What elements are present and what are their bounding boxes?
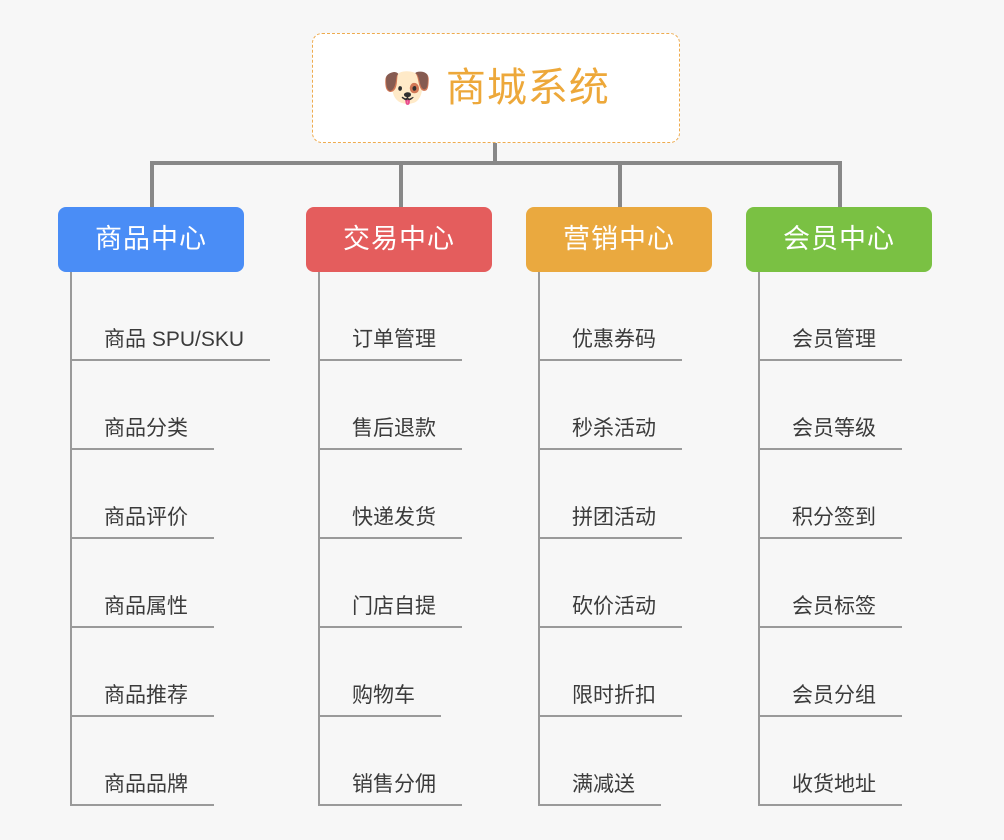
leaf-item[interactable]: 会员等级 (760, 361, 932, 450)
column-product-center: 商品中心商品 SPU/SKU 商品分类商品评价商品属性商品推荐商品品牌 (58, 207, 271, 806)
category-card-product-center[interactable]: 商品中心 (58, 207, 244, 272)
leaf-item-underline: 购物车 (320, 684, 441, 717)
leaf-item[interactable]: 商品属性 (72, 539, 270, 628)
leaf-item-underline: 商品评价 (72, 506, 214, 539)
leaf-item-underline: 快递发货 (320, 506, 462, 539)
branch-horizontal-connector (150, 161, 842, 165)
leaf-item[interactable]: 销售分佣 (320, 717, 492, 806)
leaf-item-underline: 销售分佣 (320, 773, 462, 806)
leaf-item-label: 会员标签 (792, 595, 876, 619)
leaf-item-label: 商品 SPU/SKU (104, 328, 245, 352)
leaf-item-label: 销售分佣 (352, 773, 436, 797)
leaf-item-underline: 商品属性 (72, 595, 214, 628)
root-node-title: 商城系统 (445, 66, 610, 110)
root-trunk-connector (493, 143, 497, 165)
leaf-item[interactable]: 会员分组 (760, 628, 932, 717)
category-label: 商品中心 (95, 224, 207, 254)
leaf-item-underline: 售后退款 (320, 417, 462, 450)
leaf-item-label: 砍价活动 (572, 595, 656, 619)
leaf-item-label: 秒杀活动 (572, 417, 656, 441)
leaf-item-label: 拼团活动 (572, 506, 656, 530)
leaf-list-member-center: 会员管理会员等级积分签到会员标签会员分组收货地址 (758, 272, 932, 806)
leaf-item-underline: 限时折扣 (540, 684, 682, 717)
leaf-item-label: 商品品牌 (104, 773, 188, 797)
leaf-item-underline: 商品分类 (72, 417, 214, 450)
leaf-item-underline: 拼团活动 (540, 506, 682, 539)
branch-drop-product-center (150, 161, 154, 209)
leaf-item-label: 收货地址 (792, 773, 876, 797)
leaf-item-underline: 收货地址 (760, 773, 902, 806)
leaf-item[interactable]: 商品分类 (72, 361, 270, 450)
leaf-item-label: 门店自提 (352, 595, 436, 619)
leaf-item-underline: 会员分组 (760, 684, 902, 717)
category-label: 交易中心 (343, 224, 455, 254)
category-label: 营销中心 (563, 224, 675, 254)
leaf-item-label: 会员管理 (792, 328, 876, 352)
leaf-item-underline: 门店自提 (320, 595, 462, 628)
leaf-item[interactable]: 商品品牌 (72, 717, 270, 806)
column-member-center: 会员中心会员管理会员等级积分签到会员标签会员分组收货地址 (746, 207, 932, 806)
leaf-item[interactable]: 限时折扣 (540, 628, 712, 717)
leaf-item-label: 售后退款 (352, 417, 436, 441)
branch-drop-trade-center (399, 161, 403, 209)
leaf-item[interactable]: 门店自提 (320, 539, 492, 628)
leaf-item-underline: 砍价活动 (540, 595, 682, 628)
leaf-item-label: 商品分类 (104, 417, 188, 441)
category-card-marketing-center[interactable]: 营销中心 (526, 207, 712, 272)
leaf-item-label: 商品推荐 (104, 684, 188, 708)
leaf-item[interactable]: 拼团活动 (540, 450, 712, 539)
leaf-list-marketing-center: 优惠券码秒杀活动拼团活动砍价活动限时折扣满减送 (538, 272, 712, 806)
leaf-list-product-center: 商品 SPU/SKU 商品分类商品评价商品属性商品推荐商品品牌 (70, 272, 271, 806)
leaf-item-label: 会员分组 (792, 684, 876, 708)
leaf-item-label: 快递发货 (352, 506, 436, 530)
leaf-item-underline: 订单管理 (320, 328, 462, 361)
leaf-item[interactable]: 积分签到 (760, 450, 932, 539)
leaf-item[interactable]: 收货地址 (760, 717, 932, 806)
leaf-item-underline: 优惠券码 (540, 328, 682, 361)
column-marketing-center: 营销中心优惠券码秒杀活动拼团活动砍价活动限时折扣满减送 (526, 207, 712, 806)
column-trade-center: 交易中心订单管理售后退款快递发货门店自提购物车销售分佣 (306, 207, 492, 806)
leaf-item[interactable]: 商品 SPU/SKU (72, 272, 271, 361)
leaf-item-underline: 满减送 (540, 773, 661, 806)
leaf-item-underline: 商品 SPU/SKU (72, 328, 271, 361)
leaf-item[interactable]: 满减送 (540, 717, 712, 806)
leaf-item-label: 积分签到 (792, 506, 876, 530)
leaf-item-label: 满减送 (572, 773, 635, 797)
category-label: 会员中心 (783, 224, 895, 254)
leaf-item-underline: 积分签到 (760, 506, 902, 539)
leaf-item[interactable]: 会员标签 (760, 539, 932, 628)
leaf-item-underline: 会员等级 (760, 417, 902, 450)
leaf-item[interactable]: 订单管理 (320, 272, 492, 361)
leaf-item-underline: 商品推荐 (72, 684, 214, 717)
leaf-item-label: 会员等级 (792, 417, 876, 441)
branch-drop-marketing-center (618, 161, 622, 209)
leaf-item-label: 商品属性 (104, 595, 188, 619)
leaf-item-label: 优惠券码 (572, 328, 656, 352)
leaf-item[interactable]: 秒杀活动 (540, 361, 712, 450)
leaf-list-trade-center: 订单管理售后退款快递发货门店自提购物车销售分佣 (318, 272, 492, 806)
leaf-item[interactable]: 快递发货 (320, 450, 492, 539)
leaf-item[interactable]: 购物车 (320, 628, 492, 717)
leaf-item[interactable]: 商品推荐 (72, 628, 270, 717)
leaf-item-underline: 会员管理 (760, 328, 902, 361)
leaf-item[interactable]: 砍价活动 (540, 539, 712, 628)
category-card-member-center[interactable]: 会员中心 (746, 207, 932, 272)
leaf-item-underline: 秒杀活动 (540, 417, 682, 450)
leaf-item-label: 购物车 (352, 684, 415, 708)
leaf-item[interactable]: 优惠券码 (540, 272, 712, 361)
leaf-item[interactable]: 会员管理 (760, 272, 932, 361)
branch-drop-member-center (838, 161, 842, 209)
root-node[interactable]: 🐶 商城系统 (312, 33, 680, 143)
dog-face-icon: 🐶 (382, 66, 432, 110)
leaf-item[interactable]: 商品评价 (72, 450, 270, 539)
leaf-item-underline: 会员标签 (760, 595, 902, 628)
leaf-item-label: 限时折扣 (572, 684, 656, 708)
leaf-item-label: 订单管理 (352, 328, 436, 352)
leaf-item-label: 商品评价 (104, 506, 188, 530)
leaf-item-underline: 商品品牌 (72, 773, 214, 806)
leaf-item[interactable]: 售后退款 (320, 361, 492, 450)
category-card-trade-center[interactable]: 交易中心 (306, 207, 492, 272)
